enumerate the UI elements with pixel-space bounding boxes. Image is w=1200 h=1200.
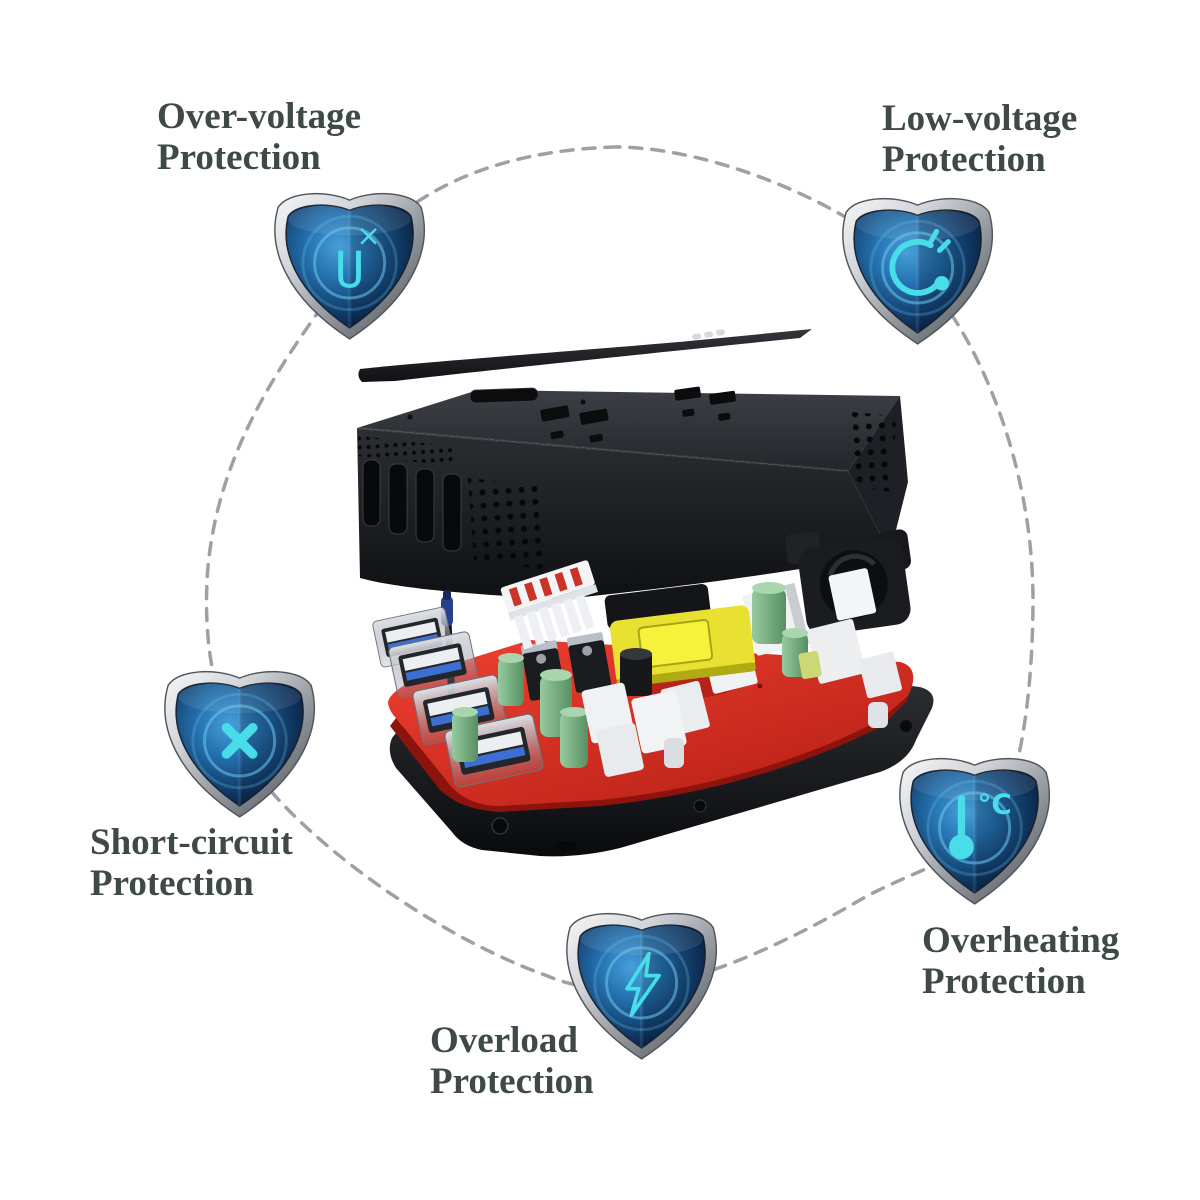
inverter-top-case	[356, 386, 908, 599]
vent-grid-front	[468, 478, 546, 570]
power-inverter-exploded-view	[356, 329, 934, 857]
shield-base	[900, 752, 1062, 913]
circuit-board	[372, 529, 914, 812]
shield-overheating: °C	[900, 752, 1062, 913]
transistor	[566, 632, 612, 693]
case-dot	[407, 414, 413, 420]
over-voltage-mark: ×	[356, 218, 380, 252]
overload-bolt-icon	[625, 951, 661, 1017]
terminal-connector	[500, 560, 599, 650]
short-circuit-x-icon	[221, 723, 258, 759]
case-dot	[580, 399, 586, 405]
label-line: Protection	[430, 1061, 594, 1102]
capacitor-green	[452, 707, 478, 762]
over-voltage-glyph: U	[335, 242, 365, 300]
relay-block	[828, 568, 877, 621]
top-slot	[469, 387, 539, 404]
inverter-cover-blade	[358, 329, 812, 382]
small-capacitor	[868, 702, 888, 728]
label-line: Overheating	[922, 920, 1120, 961]
ac-outlet	[674, 386, 736, 421]
over-voltage-icon: U ×	[335, 218, 381, 299]
label-line: Protection	[882, 139, 1046, 180]
label-line: Over-voltage	[157, 96, 362, 137]
brand-mark	[692, 329, 725, 340]
capacitor-green	[498, 653, 524, 706]
capacitor-black	[620, 648, 652, 696]
film-capacitor	[596, 723, 644, 777]
case-top-face	[357, 390, 900, 471]
label-line: Overload	[430, 1020, 578, 1061]
screw-hole	[693, 799, 707, 813]
shield-base	[843, 192, 1005, 353]
label-over-voltage: Over-voltage Protection	[157, 96, 361, 178]
shield-low-voltage	[843, 192, 1005, 353]
film-capacitor	[631, 690, 687, 754]
shield-overload	[567, 907, 729, 1068]
label-overheating: Overheating Protection	[922, 920, 1119, 1002]
label-overload: Overload Protection	[430, 1020, 594, 1102]
capacitor-green	[560, 707, 588, 768]
capacitor-green	[752, 582, 786, 644]
label-line: Short-circuit	[90, 822, 293, 863]
celsius-glyph: °C	[978, 787, 1012, 820]
label-line: Low-voltage	[882, 98, 1078, 139]
usb-port-slots	[362, 459, 462, 552]
small-capacitor	[664, 738, 684, 768]
overheating-thermometer-icon: °C	[949, 787, 1012, 860]
case-foot	[555, 841, 577, 851]
chip-yellow-green	[798, 650, 822, 680]
low-voltage-icon	[889, 228, 951, 296]
shield-over-voltage: U ×	[275, 187, 437, 348]
shield-short-circuit	[165, 665, 327, 826]
vent-grid-side	[850, 412, 896, 492]
relay-block	[806, 619, 866, 684]
usb-connector	[388, 631, 479, 699]
label-line: Protection	[922, 961, 1086, 1002]
screw-hole	[491, 817, 509, 835]
label-line: Protection	[90, 863, 254, 904]
vent-grid-dots	[358, 436, 452, 466]
relay-block	[858, 651, 902, 699]
label-short-circuit: Short-circuit Protection	[90, 822, 293, 904]
label-line: Protection	[157, 137, 321, 178]
label-low-voltage: Low-voltage Protection	[882, 98, 1077, 180]
screw-hole	[900, 720, 912, 732]
ac-outlet	[540, 405, 609, 443]
